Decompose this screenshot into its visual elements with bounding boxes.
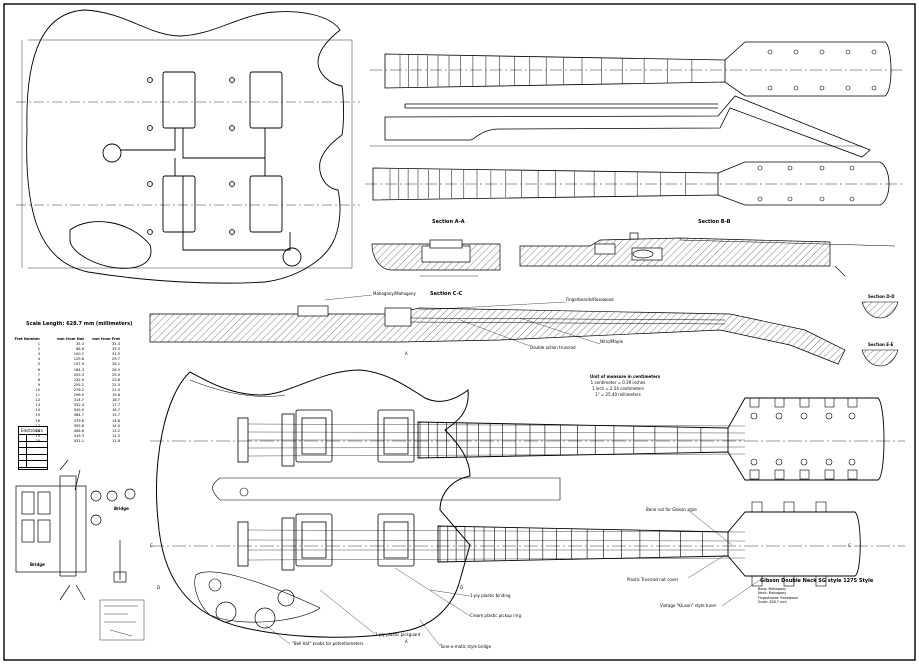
note-line: Fingerboard: Rosewood — [758, 595, 798, 600]
callout-pickup-ring: Cream plastic pickup ring — [470, 613, 521, 618]
bridges — [237, 413, 295, 571]
units-note-title: Unit of measure in centimeters — [590, 374, 661, 379]
callout-truss-rod: Double action trussrod — [530, 345, 576, 350]
lower-neck-tuners — [751, 501, 827, 587]
callout-nut: Bone nut for Gibson style — [646, 507, 697, 512]
units-note: Unit of measure in centimeters 1 centime… — [590, 374, 661, 398]
datum-a-bottom: A — [405, 639, 408, 644]
title-block: Gibson Double Neck SG style 1275 Style — [760, 578, 874, 584]
bridge-label-1: Bridge — [114, 506, 129, 511]
callout-leaders — [264, 294, 761, 647]
lower-neck-frets — [439, 526, 703, 562]
neck-top-view-2 — [365, 161, 902, 206]
note-line: Scale: 628.7 mm — [758, 600, 787, 605]
units-note-line: 1 centimeter = 0.39 inches — [590, 380, 646, 385]
bridge-label-2: Bridge — [30, 562, 45, 567]
callout-rosewood: Fingerboards/Rosewood — [566, 297, 614, 302]
neck-top-view-2-frets — [389, 169, 686, 199]
note-line: Body: Mahogany — [758, 587, 787, 591]
neck-top-view-1 — [370, 41, 905, 97]
body-template — [26, 9, 344, 284]
datum-c-left: C — [150, 543, 153, 548]
datum-c-right: C — [848, 543, 851, 548]
callout-bridge: Tune-o-matic style bridge — [440, 644, 492, 649]
datum-d-left: D — [157, 585, 161, 590]
body-dimension-lines — [16, 39, 360, 269]
electronics-legend: Electronics — [18, 426, 48, 470]
sketch-thumbnail — [99, 599, 145, 641]
section-b-b — [519, 232, 896, 277]
callout-knobs: "Bell Hat" knobs for potentiometers — [292, 641, 364, 646]
sheet-border — [3, 3, 916, 661]
neck-side-view — [370, 95, 871, 158]
strings — [247, 423, 746, 561]
section-b-b-label: Section B-B — [698, 219, 731, 225]
electronics-title: Electronics — [19, 427, 47, 435]
section-d-d-label: Section D-D — [868, 294, 895, 299]
callout-binding: 1-ply plastic binding — [470, 593, 511, 598]
double-neck-body — [156, 369, 561, 638]
callout-pickguard: 3-ply plastic pickguard — [375, 632, 421, 637]
callout-tuner: Vintage "Kluson" style tuner — [660, 603, 717, 608]
callout-nitro: Nitro/Maple — [600, 339, 624, 344]
units-note-line: 1 inch = 2.54 centimeters — [591, 386, 645, 391]
section-a-a-label: Section A-A — [432, 219, 465, 225]
upper-neck-tuners — [749, 397, 858, 480]
callout-nut-cover: Plastic Trussrod nut cover — [627, 577, 679, 582]
scale-length-title: Scale Length: 628.7 mm (millimeters) — [26, 321, 133, 327]
section-e-e-label: Section E-E — [868, 342, 894, 347]
datum-d-right: D — [460, 585, 464, 590]
neck-top-view-2-tuner-holes — [757, 165, 855, 202]
section-d-d-e-e — [861, 301, 899, 367]
note-line: Neck: Mahogany — [758, 591, 787, 596]
units-note-line: 1" = 25.40 millimeters — [595, 392, 641, 397]
datum-a-top: A — [405, 351, 408, 356]
wiring-diagram — [15, 459, 136, 601]
pickups — [295, 409, 415, 567]
upper-neck — [150, 397, 905, 481]
neck-top-view-1-frets — [399, 55, 693, 87]
section-c-c — [149, 305, 846, 365]
lower-neck — [150, 511, 905, 577]
section-a-a — [371, 239, 501, 277]
section-c-c-label: Section C-C — [430, 291, 463, 297]
neck-top-view-1-tuner-holes — [767, 49, 877, 91]
callout-mahogany: Mahogany/Mahogany — [373, 291, 416, 296]
